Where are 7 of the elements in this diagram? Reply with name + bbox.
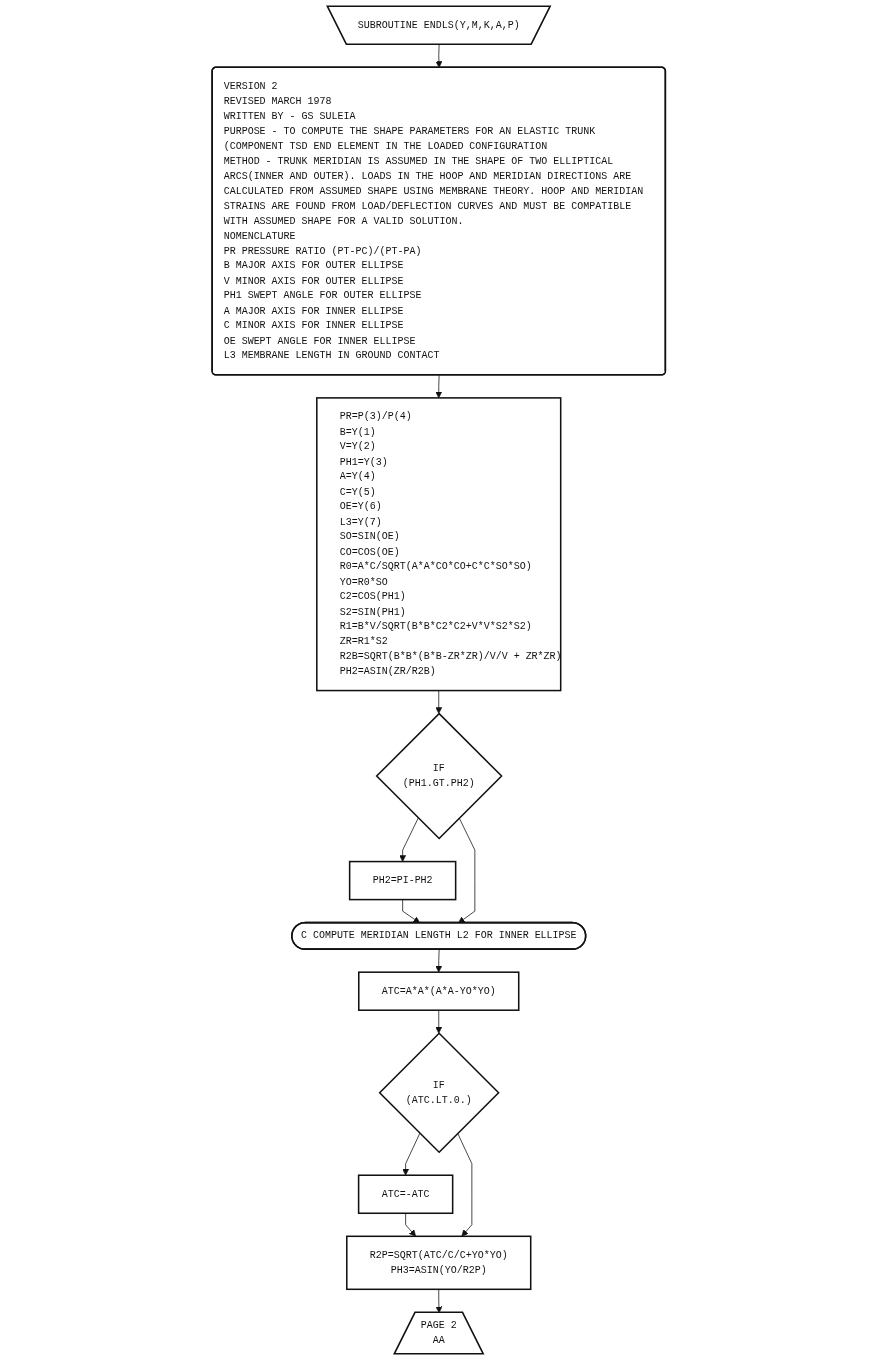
node-box: ATC=-ATC — [358, 1174, 454, 1214]
node-box: PH2=PI-PH2 — [349, 860, 457, 901]
node-diamond: IF (ATC.LT.0.) — [378, 1032, 500, 1154]
node-diamond: IF (PH1.GT.PH2) — [375, 712, 503, 840]
node-box: PR=P(3)/P(4) B=Y(1) V=Y(2) PH1=Y(3) A=Y(4) C=Y(5) OE=Y(6) L3=Y(7) SO=SIN(OE) CO=COS(OE) R0=A*C/SQRT(A*A*CO*CO+C*C*SO*SO) YO=R0*SO C2=COS(PH1) S2=SIN(PH1) R1=B*V/SQRT(B*B*C2*C2+V*V*S2*S2) ZR=R1*S2 R2B=SQRT(B*B*(B*B-ZR*ZR)/V/V + ZR*ZR) PH2=ASIN(ZR/R2B) — [316, 397, 562, 692]
node-box: ATC=A*A*(A*A-YO*YO) — [358, 971, 520, 1011]
node-box: R2P=SQRT(ATC/C/C+YO*YO) PH3=ASIN(YO/R2P) — [346, 1235, 532, 1291]
